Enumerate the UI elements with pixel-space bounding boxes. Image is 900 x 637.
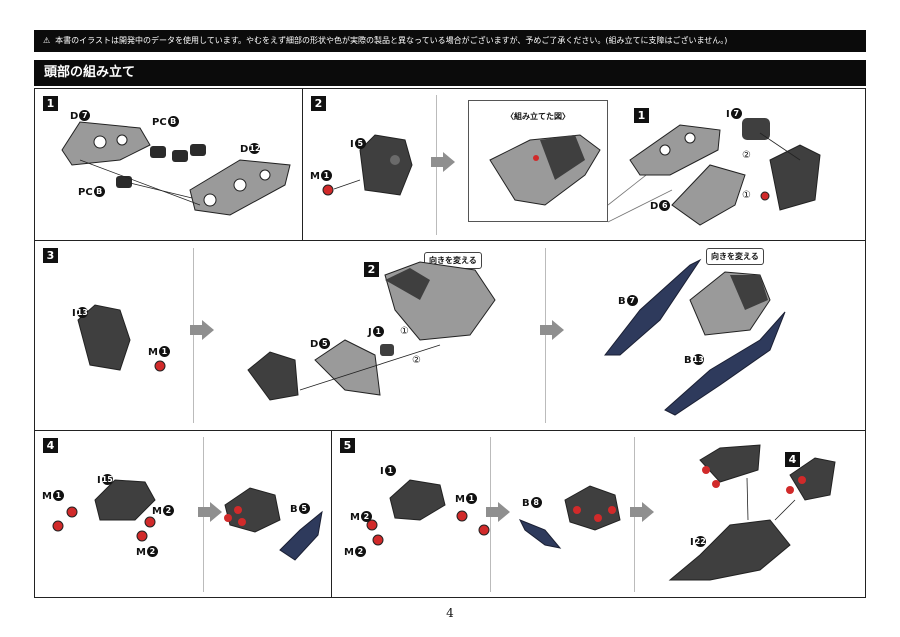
- part-label: B13: [684, 354, 704, 366]
- next-arrow-icon: [630, 502, 654, 522]
- part-label: D12: [240, 143, 261, 155]
- part-m1-icon: [478, 524, 490, 536]
- row-divider-2: [34, 430, 866, 431]
- next-arrow-icon: [198, 502, 222, 522]
- part-b8-icon: [518, 519, 562, 549]
- part-label: I13: [72, 307, 88, 319]
- part-assembly-icon: [564, 485, 621, 531]
- part-i7-icon: [742, 118, 770, 140]
- order-marker: ①: [742, 190, 751, 201]
- part-m2-icon: [366, 519, 378, 531]
- part-m1-icon: [760, 191, 770, 201]
- instructions-frame: [34, 88, 866, 598]
- part-i15-icon: [94, 479, 156, 521]
- part-frame-icon: [769, 144, 821, 211]
- next-arrow-icon: [190, 320, 214, 340]
- part-i13-icon: [77, 304, 131, 371]
- part-m1-icon: [52, 520, 64, 532]
- assembled-head-icon: [489, 134, 601, 206]
- next-arrow-icon: [431, 152, 455, 172]
- part-head-plate-icon: [629, 124, 721, 176]
- part-side-frame-icon: [247, 351, 299, 401]
- rotate-callout: 向きを変える: [706, 248, 764, 265]
- page-number: 4: [446, 606, 454, 620]
- part-d6-icon: [671, 164, 746, 226]
- part-i22-icon: [668, 519, 791, 581]
- part-label: I15: [97, 474, 113, 486]
- part-assembly-icon: [224, 487, 281, 533]
- part-pcb-icon: [116, 144, 206, 188]
- substep-divider: [545, 248, 546, 423]
- part-i1-icon: [389, 479, 446, 521]
- order-marker: ②: [412, 355, 421, 366]
- part-arm-icon: [699, 444, 761, 488]
- part-d5-icon: [314, 339, 381, 396]
- order-marker: ②: [742, 150, 751, 161]
- step-number: 1: [43, 96, 58, 111]
- row-divider-1: [34, 240, 866, 241]
- step-divider-1-2: [302, 88, 303, 240]
- part-m1-icon: [154, 360, 166, 372]
- warning-triangle-icon: ⚠: [43, 36, 51, 45]
- substep-divider: [193, 248, 194, 423]
- step-number: 4: [43, 438, 58, 453]
- warning-text: 本書のイラストは開発中のデータを使用しています。やむをえず細部の形状や色が実際の…: [55, 36, 728, 45]
- part-m2-icon: [144, 516, 156, 528]
- part-m1-icon: [456, 510, 468, 522]
- section-title: 頭部の組み立て: [34, 60, 866, 86]
- substep-reference: 1: [634, 108, 649, 123]
- substep-reference: 4: [785, 452, 800, 467]
- part-head-unit-icon: [384, 261, 496, 341]
- inset-title: 〈組み立てた図〉: [506, 112, 570, 121]
- part-d7-icon: [61, 121, 151, 166]
- part-m1-icon: [322, 184, 334, 196]
- step-number: 5: [340, 438, 355, 453]
- part-m2-icon: [372, 534, 384, 546]
- part-b7-icon: [603, 258, 702, 356]
- part-b13-icon: [664, 311, 786, 416]
- warning-banner: ⚠ 本書のイラストは開発中のデータを使用しています。やむをえず細部の形状や色が実際…: [34, 30, 866, 52]
- part-j1-icon: [380, 344, 394, 356]
- part-d12-icon: [189, 159, 291, 216]
- part-b5-icon: [279, 510, 323, 561]
- next-arrow-icon: [540, 320, 564, 340]
- part-label: I22: [690, 536, 706, 548]
- substep-reference: 2: [364, 262, 379, 277]
- part-m2-icon: [136, 530, 148, 542]
- part-head-assembled-icon: [689, 271, 771, 336]
- part-arm-icon: [786, 457, 836, 501]
- part-i5-icon: [359, 134, 413, 196]
- next-arrow-icon: [486, 502, 510, 522]
- order-marker: ①: [400, 326, 409, 337]
- part-m1-icon: [66, 506, 78, 518]
- step-divider-4-5: [331, 430, 332, 598]
- step-number: 3: [43, 248, 58, 263]
- step-number: 2: [311, 96, 326, 111]
